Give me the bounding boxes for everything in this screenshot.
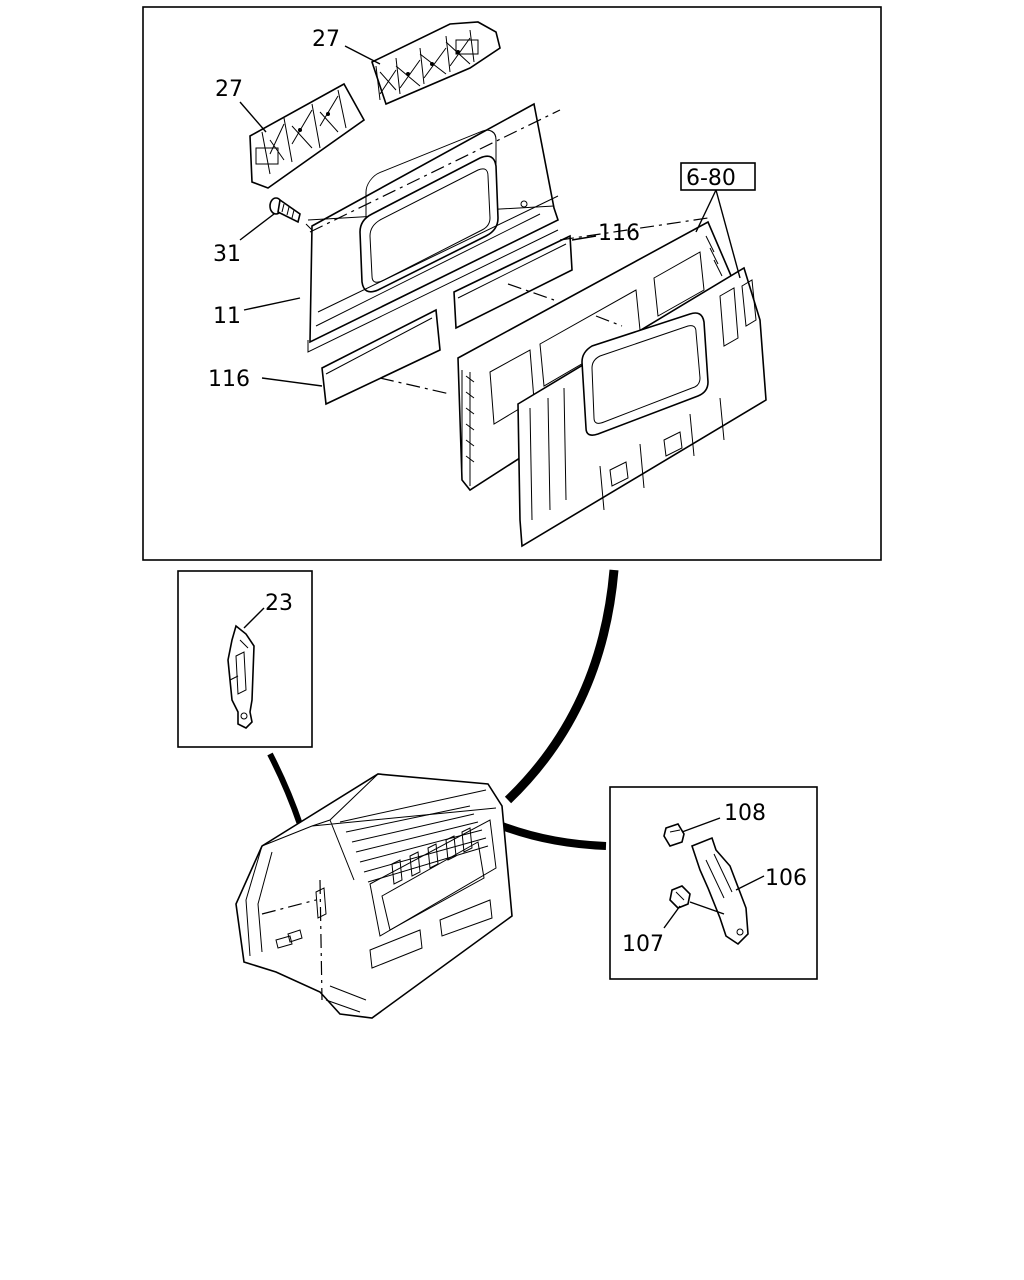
leader-27-lower: [239, 101, 267, 133]
callout-27-upper: 27: [312, 27, 340, 52]
main-detail-frame: [142, 6, 882, 561]
leader-ref-6-80-a: [695, 189, 717, 233]
leader-107: [663, 905, 681, 929]
leader-116-upper: [571, 235, 597, 241]
leader-23: [243, 607, 265, 629]
cab-overview: [235, 773, 513, 1019]
callout-106: 106: [765, 866, 807, 891]
leader-27-upper: [344, 45, 381, 65]
leader-116-lower: [261, 377, 323, 387]
callout-116-lower: 116: [208, 367, 250, 392]
centerline-d: [559, 217, 709, 241]
ref-6-80-back-panel-front: [517, 266, 767, 548]
callout-ref-6-80: 6-80: [686, 166, 736, 191]
centerline-c: [507, 283, 623, 327]
leader-108: [681, 817, 721, 833]
centerline-a: [309, 109, 561, 233]
callout-11: 11: [213, 304, 241, 329]
leader-106: [735, 875, 765, 891]
centerline-b: [379, 377, 451, 395]
ref-6-80-box: [680, 162, 756, 191]
callout-23: 23: [265, 591, 293, 616]
part-108-nut: [663, 823, 685, 847]
leader-31: [239, 213, 275, 241]
centerline-107: [689, 901, 725, 915]
part-23-clip: [227, 624, 255, 729]
part-27-lower-bracket: [249, 82, 366, 189]
detail-23-frame: [177, 570, 313, 748]
locator-curve-main: [504, 569, 619, 804]
part-27-upper-bracket: [371, 21, 501, 106]
leader-ref-6-80-b: [715, 189, 741, 279]
callout-116-upper: 116: [598, 221, 640, 246]
detail-106-frame: [609, 786, 818, 980]
locator-curve-106: [500, 822, 607, 850]
callout-31: 31: [213, 242, 241, 267]
callout-27-lower: 27: [215, 77, 243, 102]
part-116-lower-pad: [321, 308, 441, 406]
part-107-bolt: [669, 885, 691, 909]
part-11-trim-panel: [305, 102, 559, 353]
callout-108: 108: [724, 801, 766, 826]
callout-107: 107: [622, 932, 664, 957]
part-106-bracket: [691, 836, 749, 946]
part-116-upper-pad: [453, 234, 573, 330]
leader-11: [243, 297, 301, 311]
part-31-screw: [269, 197, 301, 224]
